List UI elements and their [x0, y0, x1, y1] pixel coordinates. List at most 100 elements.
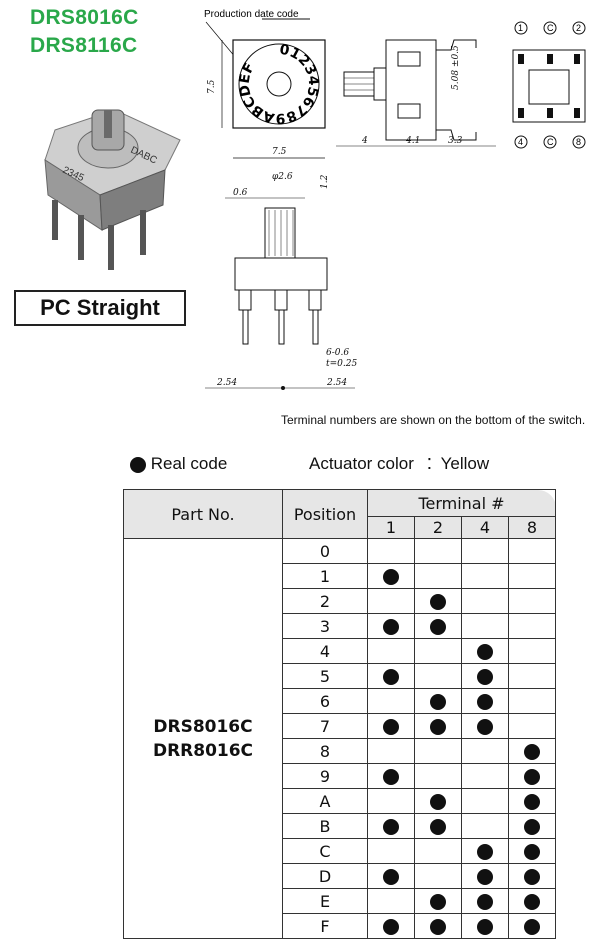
position-cell: B — [282, 813, 368, 839]
terminal-cell — [367, 863, 415, 889]
filled-circle-icon — [524, 744, 540, 760]
terminal-cell — [461, 588, 509, 614]
dim-shaft-offset: 0.6 — [233, 188, 248, 198]
terminal-cell — [414, 863, 462, 889]
position-cell: 4 — [282, 638, 368, 664]
position-cell: 7 — [282, 713, 368, 739]
position-header: Position — [282, 489, 368, 539]
terminal-col-header: 1 — [367, 516, 415, 539]
position-cell: D — [282, 863, 368, 889]
terminal-cell — [508, 888, 556, 914]
terminal-cell — [367, 563, 415, 589]
filled-circle-icon — [477, 644, 493, 660]
terminal-cell — [367, 738, 415, 764]
terminal-cell — [461, 663, 509, 689]
terminal-label-c-bottom: C — [547, 137, 554, 147]
terminal-cell — [414, 763, 462, 789]
filled-circle-icon — [524, 794, 540, 810]
position-cell: 8 — [282, 738, 368, 764]
part-number: DRS8016C — [153, 716, 253, 737]
terminal-cell — [367, 613, 415, 639]
filled-circle-icon — [430, 794, 446, 810]
dim-side-4: 4 — [361, 136, 368, 146]
terminal-cell — [414, 788, 462, 814]
filled-circle-icon — [383, 869, 399, 885]
terminal-header: Terminal # — [367, 489, 556, 517]
terminal-cell — [367, 663, 415, 689]
actuator-color: Actuator color : Yellow — [309, 452, 489, 475]
dim-side-5-08: 5.08 ±0.5 — [451, 45, 461, 90]
model-name-1: DRS8016C — [30, 6, 139, 29]
production-date-code-label: Production date code — [204, 9, 299, 20]
terminal-col-header: 2 — [414, 516, 462, 539]
filled-circle-icon — [383, 569, 399, 585]
terminal-cell — [414, 588, 462, 614]
table-row: F — [124, 913, 556, 939]
real-code-legend: Real code — [130, 454, 227, 474]
filled-circle-icon — [430, 819, 446, 835]
position-cell: 2 — [282, 588, 368, 614]
terminal-cell — [508, 863, 556, 889]
dim-front-height: 7.5 — [207, 79, 217, 94]
terminal-cell — [367, 538, 415, 564]
front-view-drawing: Production date code 0123456789ABCDEF 7.… — [204, 9, 326, 159]
bottom-view-drawing: 1 C 2 4 C 8 — [512, 21, 586, 149]
position-cell: 1 — [282, 563, 368, 589]
filled-circle-icon — [477, 844, 493, 860]
dim-pin-width: 6-0.6 — [326, 348, 349, 358]
terminal-cell — [414, 713, 462, 739]
terminal-cell — [367, 913, 415, 939]
filled-circle-icon — [383, 769, 399, 785]
terminal-label-1: 1 — [518, 23, 523, 33]
filled-circle-icon — [430, 919, 446, 935]
dim-shaft-top: 1.2 — [320, 174, 330, 189]
terminal-cell — [461, 838, 509, 864]
code-table: Part No. Position Terminal # 1 2 4 8 DRS… — [123, 489, 556, 939]
filled-circle-icon — [383, 719, 399, 735]
terminal-cell — [508, 538, 556, 564]
filled-circle-icon — [477, 894, 493, 910]
terminal-cell — [461, 713, 509, 739]
dim-pin-thickness: t=0.25 — [326, 359, 357, 369]
position-cell: F — [282, 913, 368, 939]
filled-circle-icon — [383, 819, 399, 835]
terminal-cell — [367, 638, 415, 664]
part-no-header: Part No. — [123, 489, 283, 539]
filled-circle-icon — [524, 844, 540, 860]
filled-circle-icon — [477, 869, 493, 885]
filled-circle-icon — [430, 619, 446, 635]
filled-circle-icon — [383, 919, 399, 935]
part-number: DRR8016C — [152, 740, 254, 761]
terminal-cell — [508, 663, 556, 689]
terminal-label-2: 2 — [576, 23, 581, 33]
table-row: C — [124, 838, 556, 864]
table-row: B — [124, 813, 556, 839]
terminal-cell — [508, 813, 556, 839]
filled-circle-icon — [477, 919, 493, 935]
table-row: 5 — [124, 663, 556, 689]
position-cell: 5 — [282, 663, 368, 689]
position-cell: 0 — [282, 538, 368, 564]
terminal-label-4: 4 — [518, 137, 523, 147]
product-photo: 2345 DABC — [44, 109, 181, 270]
position-cell: E — [282, 888, 368, 914]
filled-circle-icon — [524, 894, 540, 910]
filled-circle-icon — [383, 669, 399, 685]
terminal-cell — [367, 763, 415, 789]
table-row: 4 — [124, 638, 556, 664]
terminal-cell — [508, 588, 556, 614]
terminal-cell — [414, 538, 462, 564]
position-cell: C — [282, 838, 368, 864]
position-cell: 3 — [282, 613, 368, 639]
dim-side-3-3: 3.3 — [448, 136, 463, 146]
terminal-cell — [367, 838, 415, 864]
terminal-cell — [414, 663, 462, 689]
part-numbers-cell: DRS8016C DRR8016C — [123, 538, 283, 939]
terminal-cell — [414, 638, 462, 664]
filled-circle-icon — [524, 769, 540, 785]
terminal-cell — [414, 813, 462, 839]
real-code-label: Real code — [150, 454, 228, 473]
side-view-drawing: 4 4.1 3.3 5.08 ±0.5 — [336, 39, 496, 147]
terminal-cell — [414, 688, 462, 714]
terminal-cell — [508, 913, 556, 939]
